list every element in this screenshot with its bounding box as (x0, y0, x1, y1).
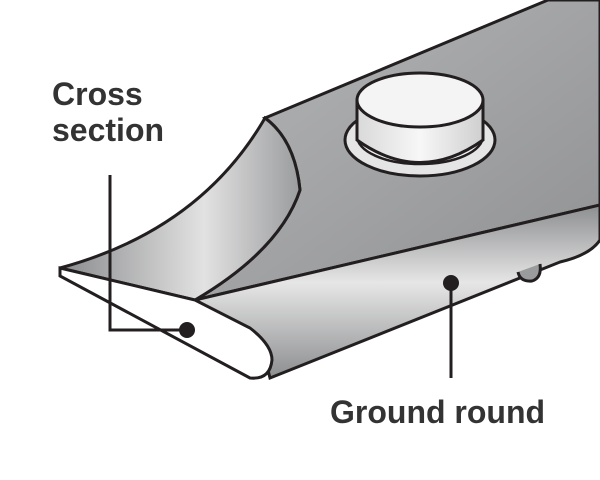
post-top (355, 71, 485, 129)
cross-section-label: Cross section (52, 76, 164, 148)
cross-section-label-line1: Cross (52, 76, 143, 112)
ground-round-label: Ground round (330, 394, 546, 430)
ground-round-marker-dot (443, 275, 459, 291)
underside-bump (516, 263, 542, 283)
cross-section-face (58, 266, 274, 380)
cross-section-marker-dot (179, 322, 195, 338)
cross-section-label-line2: section (52, 112, 165, 148)
bevel-face (59, 115, 302, 302)
cross-section-leader-line (108, 175, 187, 332)
